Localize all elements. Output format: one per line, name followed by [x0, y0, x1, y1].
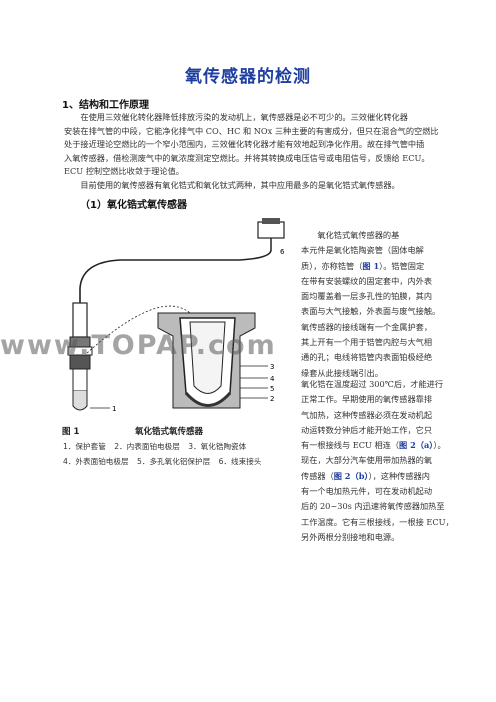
callout-label: 2: [270, 395, 274, 403]
legend-item: 6．线束接头: [218, 457, 262, 466]
legend-item: 3．氧化锆陶瓷体: [188, 442, 247, 451]
wire-shape: [79, 249, 272, 303]
connector-shape: [257, 221, 285, 239]
text-fragment: 有一根接线与 ECU 相连（: [301, 440, 400, 451]
legend-item: 5．多孔氧化铝保护层: [137, 457, 211, 466]
figure-legend-row: 1．保护套管 2．内表面铂电极层 3．氧化锆陶瓷体: [63, 441, 252, 452]
intro-paragraph: 在使用三效催化转化器降低排放污染的发动机上，氧传感器是必不可少的。三效催化转化器…: [64, 111, 450, 179]
text-line: 质），亦称锆管（图 1）。锆管固定: [301, 259, 455, 274]
text-line: 正常工作。早期使用的氧传感器靠排: [301, 394, 433, 405]
text-fragment: 质），亦称锆管（: [301, 260, 363, 271]
heating-description: 氧化锆在温度超过 300℃后，才能进行 正常工作。早期使用的氧传感器靠排 气加热…: [301, 377, 455, 545]
text-line: 在使用三效催化转化器降低排放污染的发动机上，氧传感器是必不可少的。三效催化转化器: [64, 112, 408, 122]
text-line: 本元件是氧化锆陶瓷管（固体电解: [301, 245, 424, 256]
legend-item: 2．内表面铂电极层: [114, 442, 180, 451]
figure-title: 氧化锆式氧传感器: [134, 427, 203, 437]
text-fragment: 传感器（: [301, 470, 334, 481]
figure-2b-link[interactable]: 图 2（b）: [333, 470, 369, 481]
text-line: 另外两根分别接地和电源。: [301, 531, 400, 542]
text-line: 工作温度。它有三根接线，一根接 ECU，: [301, 516, 454, 527]
text-line: 后的 20~30s 内迅速将氧传感器加热至: [301, 501, 445, 512]
text-line: ECU 控制空燃比收敛于理论值。: [64, 166, 184, 176]
text-line: 其上开有一个用于锆管内腔与大气相: [301, 337, 433, 348]
subsection-heading: （1）氧化锆式氧传感器: [80, 200, 187, 211]
legend-item: 4．外表面铂电极层: [63, 457, 129, 466]
text-line: 有一个电加热元件，可在发动机起动: [301, 486, 433, 497]
text-line: 氧传感器的接线端有一个金属护套，: [301, 321, 433, 332]
text-fragment: ）。: [433, 440, 446, 451]
text-fragment: ）。锆管固定: [379, 260, 425, 271]
watermark-text: www.TOPAP.com: [0, 330, 277, 361]
connector-cap: [262, 218, 280, 224]
text-line: 气加热，这种传感器必须在发动机起: [301, 409, 433, 420]
text-line: 表面与大气接触，外表面与废气接触。: [301, 306, 441, 317]
text-line: 通的孔；电线将锆管内表面铂极经绝: [301, 352, 433, 363]
callout-label: 3: [270, 363, 274, 371]
sensor-diagram: 3 4 5 2 1 6: [67, 218, 285, 413]
callout-label: 6: [280, 248, 285, 256]
text-line: 安装在排气管的中段，它能净化排气中 CO、HC 和 NOx 三种主要的有害成分，…: [64, 125, 439, 136]
text-line: 有一根接线与 ECU 相连（图 2（a））。: [301, 438, 455, 453]
types-paragraph: 目前使用的氧传感器有氧化锆式和氧化钛式两种，其中应用最多的是氧化锆式氧传感器。: [64, 180, 400, 190]
callout-label: 5: [270, 385, 274, 393]
callout-label: 4: [270, 375, 275, 383]
text-line: 处于接近理论空燃比的一个窄小范围内，三效催化转化器才能有效地起到净化作用。故在排…: [64, 139, 425, 149]
text-line: 面均覆盖着一层多孔性的铂膜，其内: [301, 291, 433, 302]
text-line: 现在，大部分汽车使用带加热器的氧: [301, 455, 433, 466]
legend-item: 1．保护套管: [63, 442, 106, 451]
sensor-figure: 3 4 5 2 1 6: [40, 218, 295, 478]
page-title: 氧传感器的检测: [185, 67, 311, 87]
text-line: 缘套从此接线端引出。: [301, 367, 383, 378]
text-line: 氧化锆式氧传感器的基: [301, 230, 400, 240]
figure-2a-link[interactable]: 图 2（a）: [399, 440, 434, 451]
figure-1-link[interactable]: 图 1: [362, 260, 380, 271]
text-line: 动运转数分钟后才能开始工作，它只: [301, 424, 433, 435]
figure-caption: 图 1 氧化锆式氧传感器: [62, 425, 203, 437]
text-fragment: ），这种传感器内: [368, 470, 430, 481]
callout-label: 1: [112, 405, 116, 413]
figure-number: 图 1: [62, 427, 80, 437]
text-line: 传感器（图 2（b）），这种传感器内: [301, 469, 455, 484]
section-heading: 1、结构和工作原理: [62, 100, 149, 111]
zirconia-description: 氧化锆式氧传感器的基 本元件是氧化锆陶瓷管（固体电解 质），亦称锆管（图 1）。…: [301, 228, 455, 381]
text-line: 在带有安装螺纹的固定套中，内外表: [301, 275, 433, 286]
text-line: 氧化锆在温度超过 300℃后，才能进行: [301, 379, 444, 389]
text-line: 入氧传感器，借检测废气中的氧浓度测定空燃比。并将其转换成电压信号或电阻信号，反馈…: [64, 152, 430, 163]
figure-legend-row: 4．外表面铂电极层 5．多孔氧化铝保护层 6．线束接头: [63, 456, 267, 467]
